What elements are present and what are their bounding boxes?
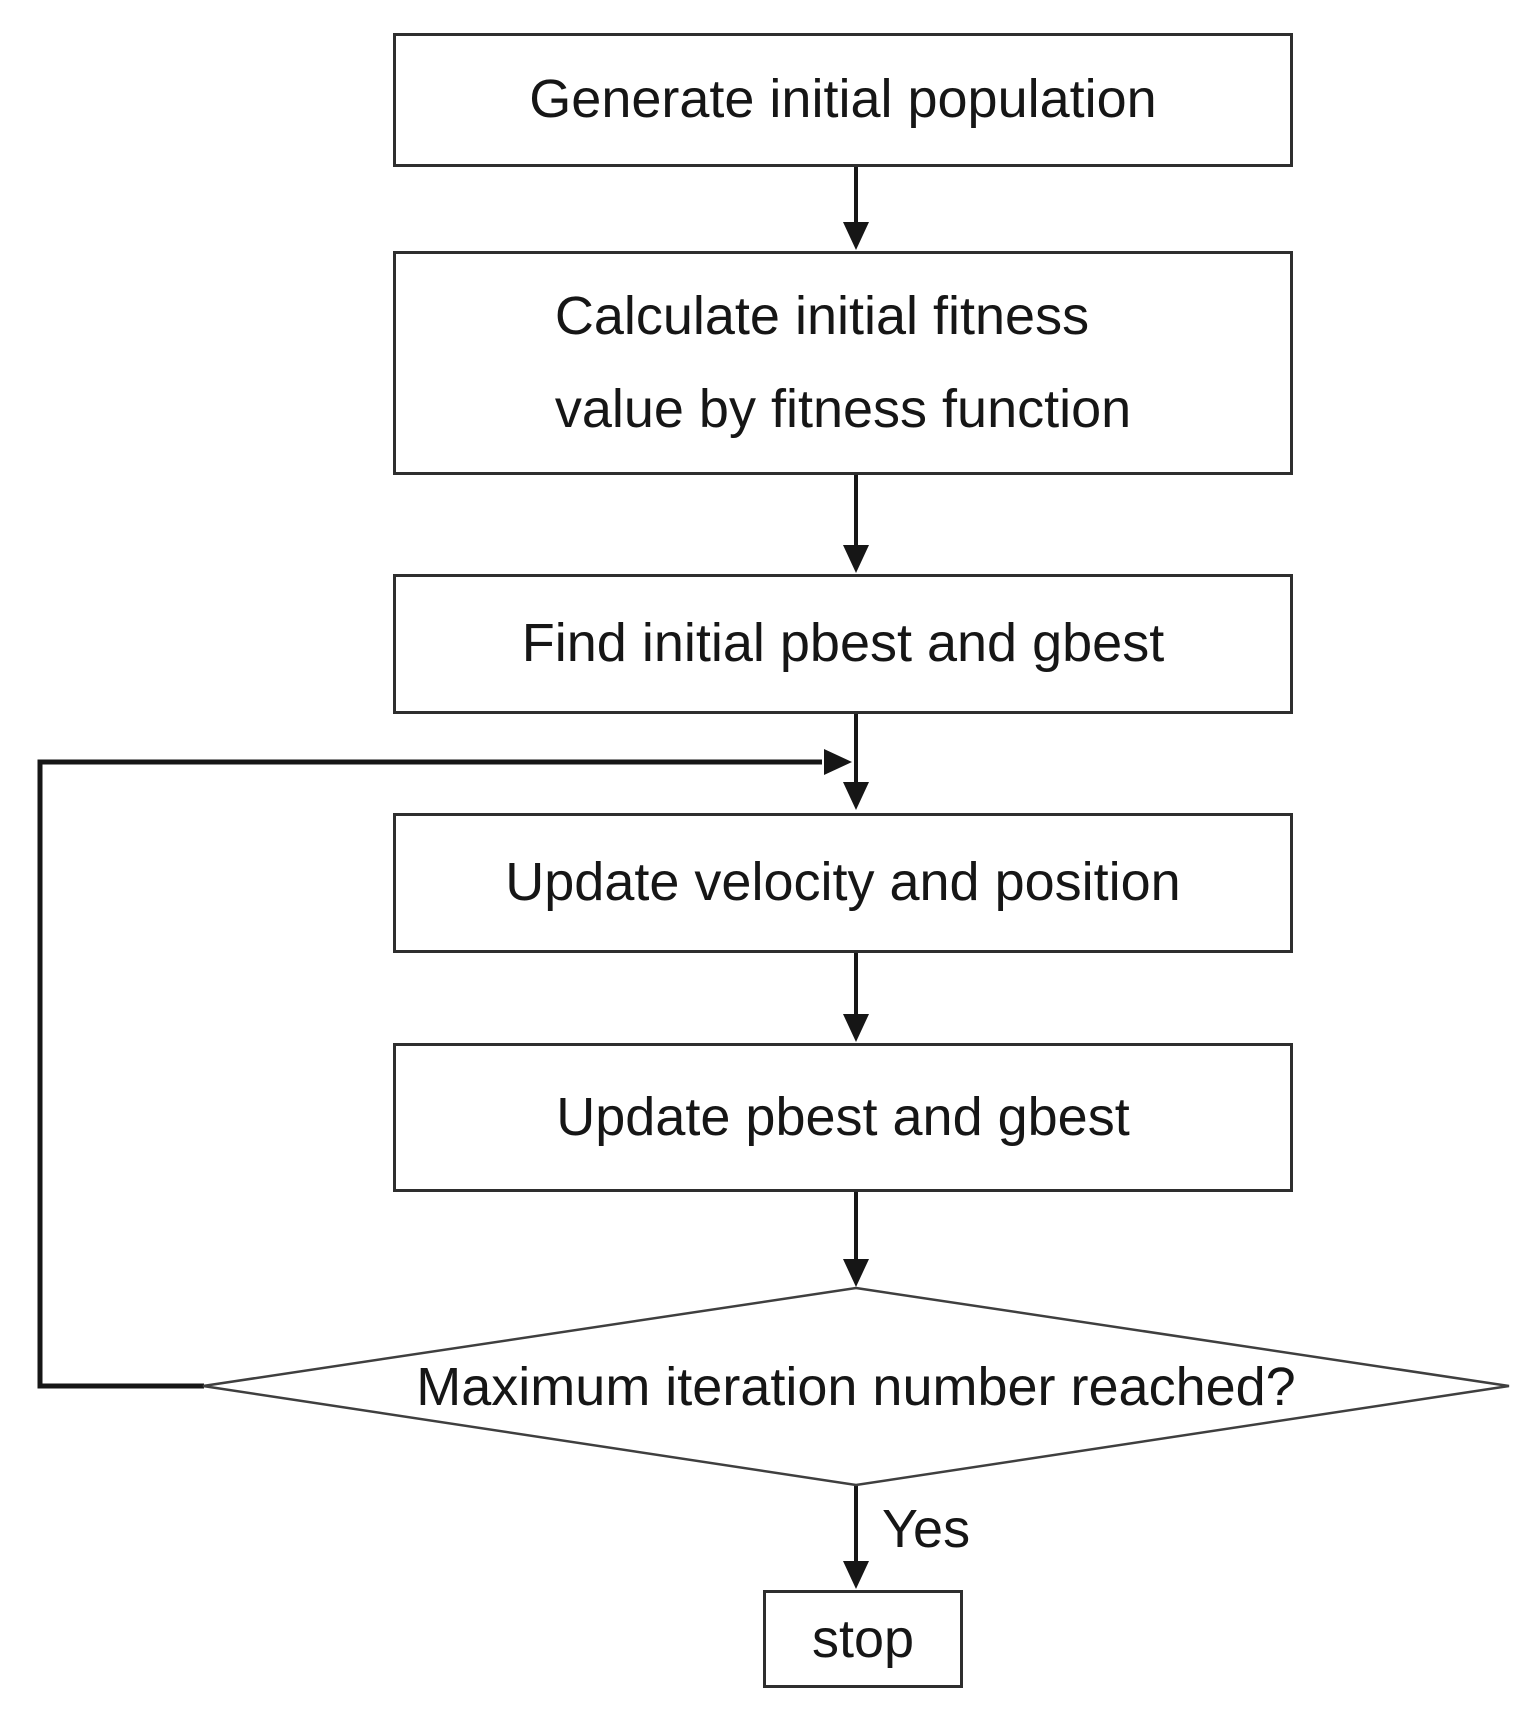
arrowhead-into-stop-icon: [843, 1561, 869, 1589]
decision-diamond: [202, 1286, 1510, 1487]
arrowhead-into-best-icon: [843, 1014, 869, 1042]
node-velocity-label: Update velocity and position: [505, 852, 1181, 913]
arrowhead-into-decision-icon: [843, 1259, 869, 1287]
node-generate-initial-population: Generate initial population: [393, 33, 1293, 167]
node-find-initial-pbest-gbest: Find initial pbest and gbest: [393, 574, 1293, 714]
node-best-label: Update pbest and gbest: [556, 1086, 1130, 1147]
arrowhead-into-velocity-icon: [843, 782, 869, 810]
node-find-label: Find initial pbest and gbest: [521, 613, 1165, 674]
decision-diamond-label: Maximum iteration number reached?: [250, 1346, 1462, 1428]
node-calculate-label-line2: value by fitness function: [554, 379, 1132, 439]
feedback-loop-line: [37, 759, 822, 1389]
arrowhead-into-find-icon: [843, 545, 869, 573]
node-calculate-initial-fitness: Calculate initial fitness value by fitne…: [393, 251, 1293, 475]
node-stop-label: stop: [811, 1609, 915, 1669]
decision-label-text: Maximum iteration number reached?: [416, 1357, 1296, 1417]
node-calculate-label-line1: Calculate initial fitness: [554, 286, 1090, 347]
node-calculate-label-block: Calculate initial fitness value by fitne…: [555, 270, 1131, 456]
feedback-loop-arrowhead-icon: [824, 749, 852, 775]
node-update-velocity-position: Update velocity and position: [393, 813, 1293, 953]
node-generate-label: Generate initial population: [529, 69, 1157, 130]
node-update-pbest-gbest: Update pbest and gbest: [393, 1043, 1293, 1192]
node-stop: stop: [763, 1590, 963, 1688]
arrowhead-into-calculate-icon: [843, 222, 869, 250]
yes-branch-label: Yes: [882, 1499, 971, 1559]
